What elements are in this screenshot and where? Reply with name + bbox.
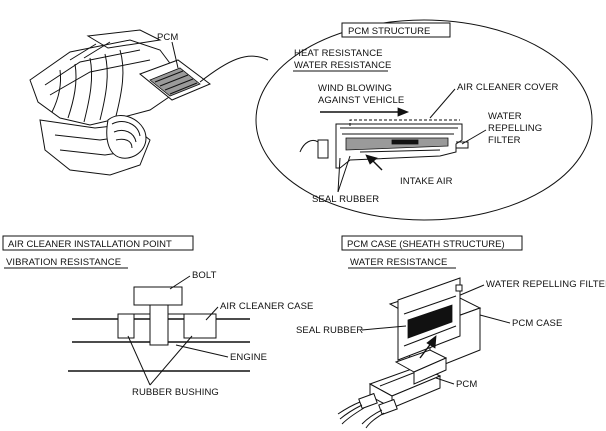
- pcm-bottom-label: PCM: [456, 379, 477, 390]
- engine-label: ENGINE: [230, 352, 267, 363]
- wind-arrow-icon: [397, 107, 410, 117]
- air-cleaner-case-label: AIR CLEANER CASE: [220, 301, 313, 312]
- rubber-bushing-label: RUBBER BUSHING: [132, 387, 219, 398]
- air-cleaner-cover-label: AIR CLEANER COVER: [457, 82, 559, 93]
- water-resistance-label-2: WATER RESISTANCE: [350, 257, 448, 268]
- pcm-cross-section: [299, 119, 469, 169]
- pcm-structure-title: PCM STRUCTURE: [348, 26, 430, 37]
- pcm-top-label: PCM: [157, 32, 178, 43]
- engine-illustration: PCM: [29, 29, 211, 176]
- intake-air-arrow-icon: [365, 154, 378, 165]
- seal-rubber-bottom-label: SEAL RUBBER: [296, 325, 363, 336]
- intake-air-label: INTAKE AIR: [400, 176, 453, 187]
- bolt-label: BOLT: [192, 270, 217, 281]
- insert-arrow-icon: [426, 335, 437, 349]
- pcm-case-section: PCM CASE (SHEATH STRUCTURE) WATER RESIST…: [296, 235, 606, 429]
- wire-harness: [337, 392, 398, 429]
- water-repelling-label-line2: REPELLING: [488, 123, 542, 134]
- water-resistance-label-1: WATER RESISTANCE: [294, 60, 392, 71]
- pcm-case-title: PCM CASE (SHEATH STRUCTURE): [347, 239, 505, 250]
- water-repelling-label-line1: WATER: [488, 111, 522, 122]
- wind-label-line2: AGAINST VEHICLE: [318, 95, 404, 106]
- installation-point-title: AIR CLEANER INSTALLATION POINT: [8, 239, 172, 250]
- vibration-resistance-label: VIBRATION RESISTANCE: [6, 257, 121, 268]
- seal-rubber-top-label: SEAL RUBBER: [312, 194, 379, 205]
- pcm-structure-callout: PCM STRUCTURE HEAT RESISTANCE WATER RESI…: [199, 19, 593, 221]
- water-repelling-filter-label: WATER REPELLING FILTER: [486, 279, 606, 290]
- wind-label-line1: WIND BLOWING: [318, 83, 392, 94]
- water-repelling-label-line3: FILTER: [488, 135, 521, 146]
- heat-resistance-label: HEAT RESISTANCE: [294, 48, 383, 59]
- pcm-case-label: PCM CASE: [512, 318, 562, 329]
- installation-point-section: AIR CLEANER INSTALLATION POINT VIBRATION…: [2, 235, 313, 398]
